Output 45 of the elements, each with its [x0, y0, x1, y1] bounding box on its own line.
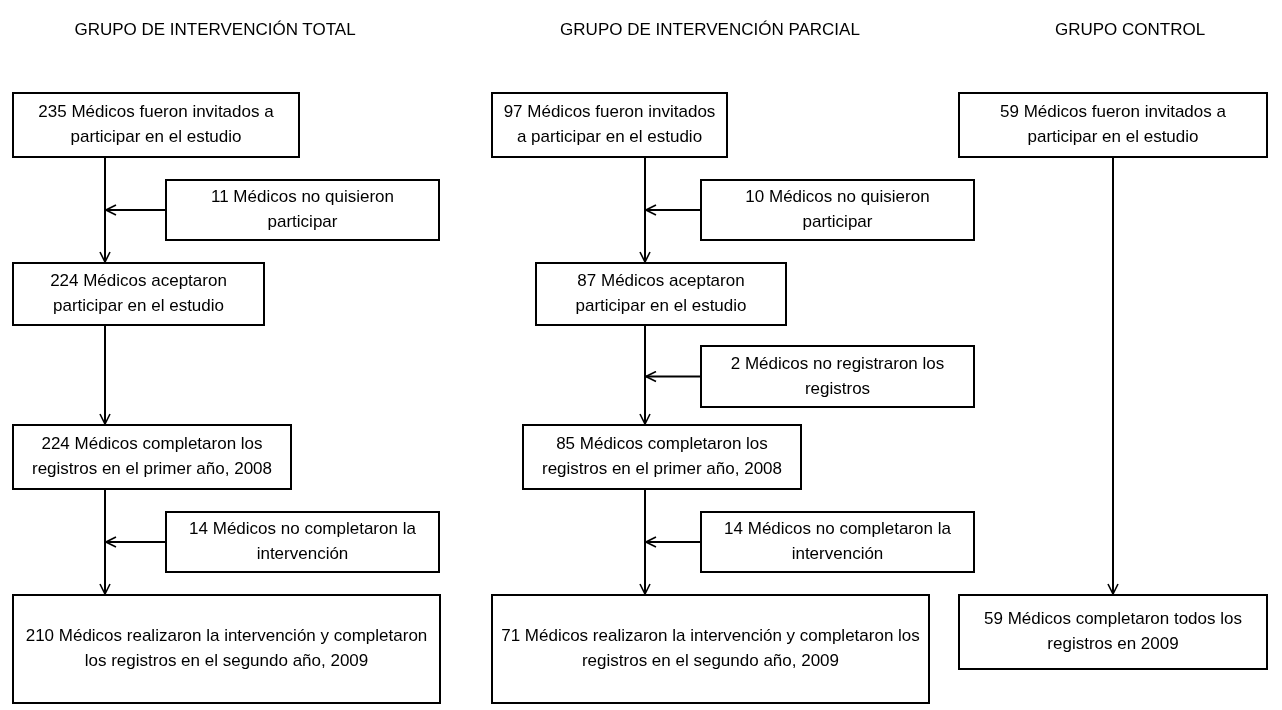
box-text: 71 Médicos realizaron la intervención y completaron los registros en el segundo año, 2009 — [501, 625, 920, 672]
arrow — [1107, 157, 1119, 595]
arrow — [99, 325, 111, 425]
process-box — [700, 179, 975, 241]
group-heading: GRUPO DE INTERVENCIÓN PARCIAL — [560, 19, 860, 42]
arrow — [105, 204, 166, 216]
process-box — [12, 594, 441, 704]
group-heading: GRUPO DE INTERVENCIÓN TOTAL — [74, 19, 356, 42]
arrow — [105, 536, 166, 548]
process-box — [12, 262, 265, 326]
process-box — [958, 92, 1268, 158]
process-box — [491, 594, 930, 704]
arrow — [639, 325, 651, 425]
process-box — [522, 424, 802, 490]
box-text: 235 Médicos fueron invitados a participar en el estudio — [37, 101, 275, 148]
arrow — [645, 370, 701, 383]
box-text: 210 Médicos realizaron la intervención y completaron los registros en el segundo año, 2009 — [24, 625, 429, 672]
box-text: 97 Médicos fueron invitados a participar en el estudio — [502, 101, 717, 148]
arrow — [639, 157, 651, 263]
arrow — [99, 157, 111, 263]
process-box — [165, 179, 440, 241]
box-text: 224 Médicos aceptaron participar en el estudio — [49, 270, 228, 317]
arrow — [645, 204, 701, 216]
arrow — [639, 489, 651, 595]
box-text: 59 Médicos fueron invitados a participar en el estudio — [999, 101, 1227, 148]
process-box — [700, 345, 975, 408]
box-text: 14 Médicos no completaron la intervención — [723, 518, 952, 565]
process-box — [958, 594, 1268, 670]
box-text: 2 Médicos no registraron los registros — [729, 352, 946, 400]
arrow — [645, 536, 701, 548]
process-box — [12, 92, 300, 158]
process-box — [165, 511, 440, 573]
box-text: 87 Médicos aceptaron participar en el estudio — [574, 270, 748, 317]
group-heading: GRUPO CONTROL — [1054, 19, 1206, 42]
box-text: 10 Médicos no quisieron participar — [744, 186, 931, 233]
box-text: 224 Médicos completaron los registros en el primer año, 2008 — [31, 433, 273, 480]
process-box — [12, 424, 292, 490]
arrow — [99, 489, 111, 595]
process-box — [700, 511, 975, 573]
process-box — [491, 92, 728, 158]
box-text: 59 Médicos completaron todos los registros en 2009 — [983, 608, 1243, 655]
box-text: 14 Médicos no completaron la intervención — [188, 518, 417, 565]
box-text: 85 Médicos completaron los registros en el primer año, 2008 — [541, 433, 783, 480]
box-text: 11 Médicos no quisieron participar — [210, 186, 395, 233]
process-box — [535, 262, 787, 326]
